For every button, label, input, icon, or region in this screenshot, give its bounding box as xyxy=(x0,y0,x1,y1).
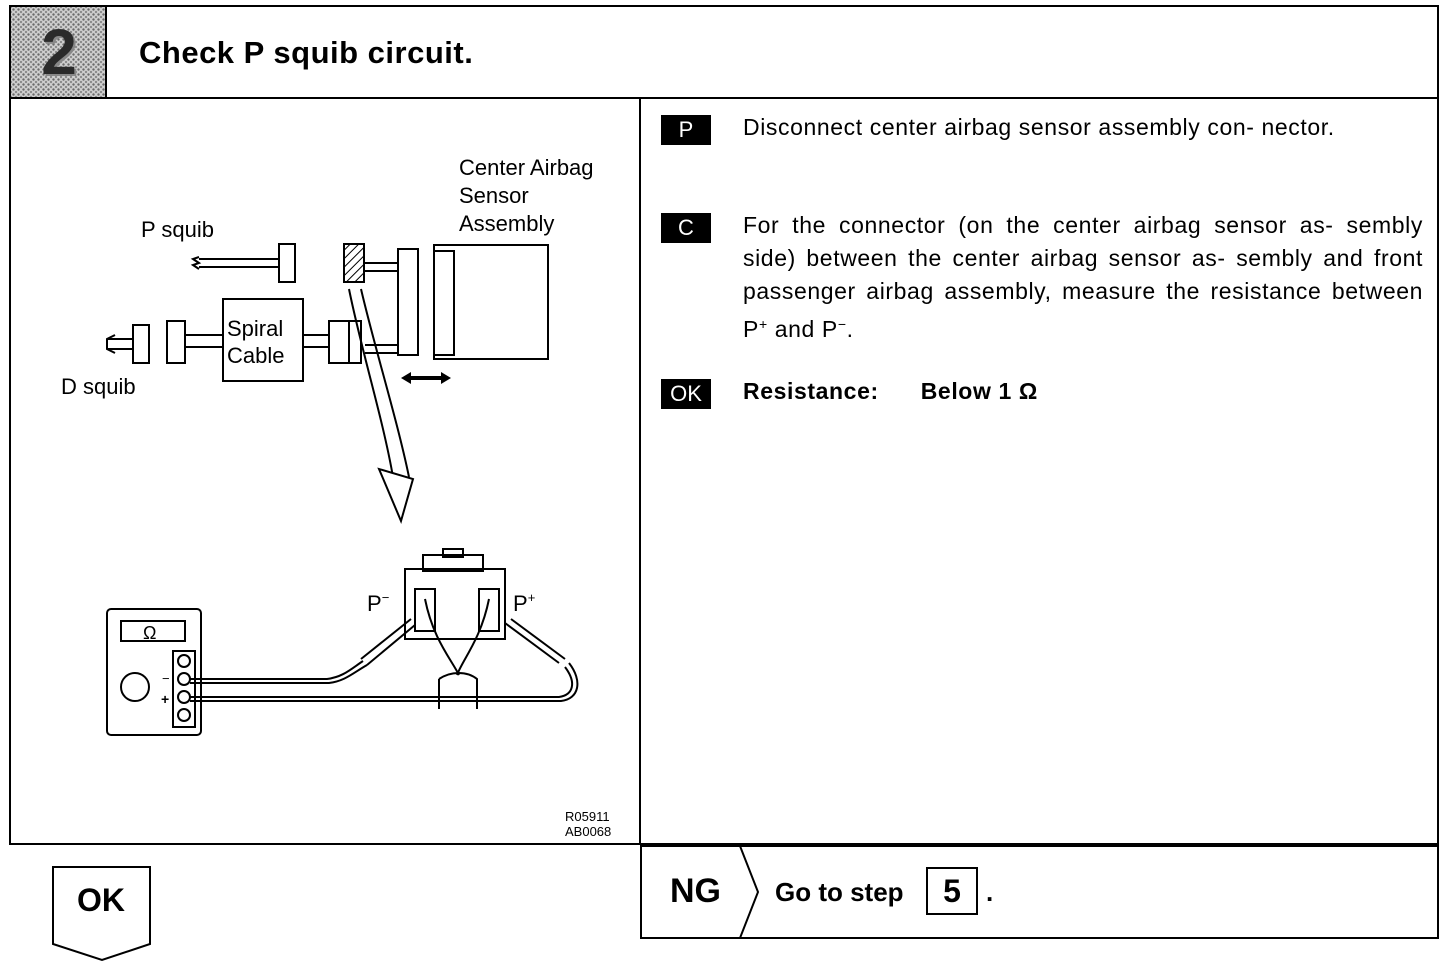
step-number: 2 xyxy=(41,16,77,88)
figure-code-1: R05911 xyxy=(565,809,610,824)
instructions-pane: P Disconnect center airbag sensor assemb… xyxy=(641,99,1437,843)
instruction-prepare-text: Disconnect center airbag sensor assembly… xyxy=(743,114,1335,140)
ng-result-box xyxy=(640,845,1439,939)
p-squib-plug xyxy=(278,243,296,283)
step-number-box: 2 xyxy=(11,7,107,97)
ng-label: NG xyxy=(670,872,721,910)
p-squib-connector-hatched xyxy=(343,243,365,283)
minus-test-lead xyxy=(190,660,364,680)
step-header: 2 Check P squib circuit. xyxy=(11,7,1437,99)
step-title: Check P squib circuit. xyxy=(139,35,474,70)
sensor-assembly-body xyxy=(433,244,549,360)
label-p-squib: P squib xyxy=(141,217,214,242)
label-center-airbag-2: Sensor xyxy=(459,183,529,208)
multimeter-plus-mark: + xyxy=(161,691,169,707)
tag-p: P xyxy=(661,115,711,145)
multimeter-ohm-symbol: Ω xyxy=(143,623,156,643)
diagram-pane: Center Airbag Sensor Assembly P squib D … xyxy=(11,99,641,843)
label-p-minus: P− xyxy=(367,590,389,616)
resistance-value: Below 1 Ω xyxy=(920,378,1038,404)
label-center-airbag-3: Assembly xyxy=(459,211,554,236)
goto-period: . xyxy=(986,877,994,907)
procedure-frame: 2 Check P squib circuit. xyxy=(9,5,1439,845)
figure-code-2: AB0068 xyxy=(565,824,611,839)
multimeter-display xyxy=(120,620,186,642)
spiral-cable-box xyxy=(222,298,304,382)
multimeter-minus-mark: − xyxy=(162,671,170,686)
sensor-connector-plate xyxy=(397,248,419,356)
spiral-connector-left xyxy=(166,320,186,364)
sensor-assembly-flange xyxy=(433,250,455,356)
instruction-check-text: For the connector (on the center airbag … xyxy=(743,212,1423,342)
goto-step-number[interactable]: 5 xyxy=(926,867,978,915)
tag-c: C xyxy=(661,213,711,243)
multimeter-body xyxy=(106,608,202,736)
spiral-connector-right xyxy=(328,320,362,364)
wiring-diagram: Center Airbag Sensor Assembly P squib D … xyxy=(61,155,611,839)
plus-test-lead xyxy=(190,666,574,698)
d-squib-plug xyxy=(132,324,150,364)
double-arrow-right-head xyxy=(441,372,451,384)
tag-ok: OK xyxy=(661,379,711,409)
double-arrow-left-head xyxy=(401,372,411,384)
ok-label: OK xyxy=(77,882,125,918)
goto-step-text: Go to step xyxy=(775,877,904,907)
label-center-airbag-1: Center Airbag xyxy=(459,155,594,180)
label-d-squib: D squib xyxy=(61,374,136,399)
multimeter-dial xyxy=(120,672,150,702)
ok-arrow-box xyxy=(52,866,151,962)
zoom-connector-shell xyxy=(404,568,506,640)
ok-criterion-text: Resistance: Below 1 Ω xyxy=(743,375,1423,408)
resistance-label: Resistance: xyxy=(743,378,879,404)
label-spiral-2: Cable xyxy=(227,343,284,368)
label-spiral-1: Spiral xyxy=(227,316,283,341)
label-p-plus: P+ xyxy=(513,590,535,616)
